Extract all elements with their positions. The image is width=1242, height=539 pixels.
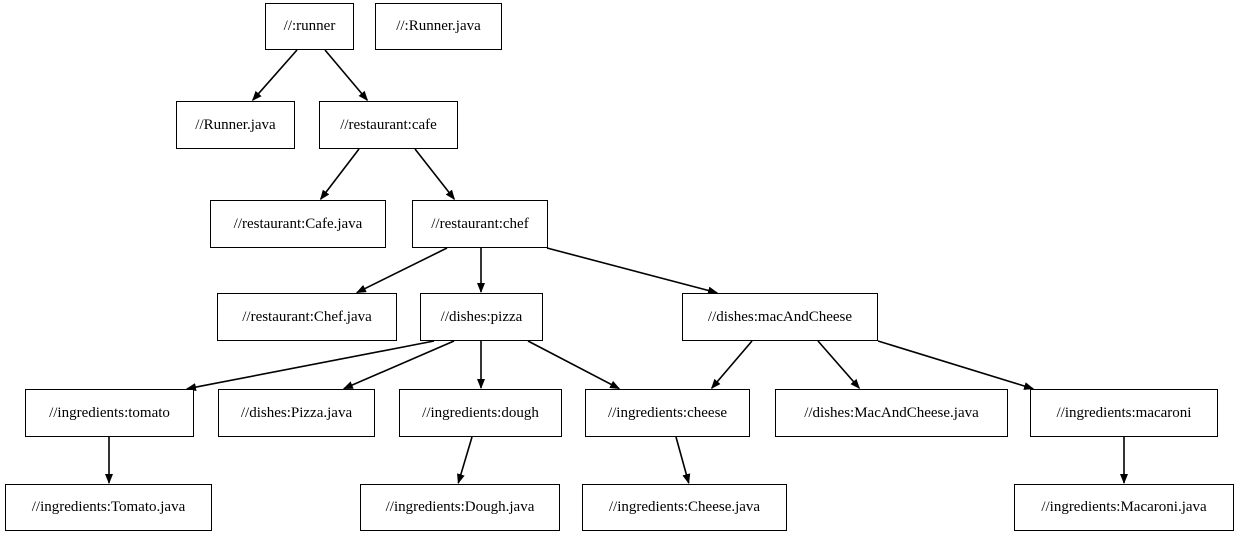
graph-node-runner_java[interactable]: //Runner.java [176,101,295,149]
graph-node-label: //dishes:MacAndCheese.java [804,404,979,421]
graph-node-label: //dishes:pizza [440,308,523,325]
graph-node-label: //ingredients:Cheese.java [608,499,761,515]
graph-node-dishes_mac[interactable]: //dishes:macAndCheese [682,293,878,341]
graph-node-label: //Runner.java [195,116,276,133]
graph-node-runner[interactable]: //:runner [265,3,354,50]
graph-node-label: //ingredients:tomato [49,404,170,421]
graph-node-pizza_java[interactable]: //dishes:Pizza.java [218,389,375,437]
graph-node-tomato_java[interactable]: //ingredients:Tomato.java [5,484,212,531]
graph-node-label: //dishes:macAndCheese [707,308,853,325]
graph-node-cafe_java[interactable]: //restaurant:Cafe.java [210,200,386,248]
graph-node-chef_java[interactable]: //restaurant:Chef.java [217,293,397,341]
graph-node-label: //:runner [283,18,336,34]
graph-node-runner_java_root[interactable]: //:Runner.java [375,3,502,50]
graph-node-ing_tomato[interactable]: //ingredients:tomato [25,389,194,437]
graph-node-macaroni_java[interactable]: //ingredients:Macaroni.java [1014,484,1234,531]
graph-node-label: //ingredients:dough [422,404,539,421]
graph-node-label: //ingredients:cheese [607,404,728,421]
graph-node-ing_cheese[interactable]: //ingredients:cheese [585,389,750,437]
graph-node-label: //ingredients:Tomato.java [31,499,186,515]
graph-node-label: //dishes:Pizza.java [240,404,353,421]
graph-node-dough_java[interactable]: //ingredients:Dough.java [360,484,560,531]
graph-node-label: //:Runner.java [396,18,481,34]
graph-node-label: //restaurant:Chef.java [242,308,372,325]
graph-node-label: //ingredients:Macaroni.java [1041,499,1207,515]
graph-node-cheese_java[interactable]: //ingredients:Cheese.java [582,484,787,531]
graph-node-mac_java[interactable]: //dishes:MacAndCheese.java [775,389,1008,437]
graph-node-label: //restaurant:chef [431,215,529,232]
graph-node-restaurant_chef[interactable]: //restaurant:chef [412,200,548,248]
graph-node-label: //ingredients:macaroni [1056,404,1192,421]
graph-node-restaurant_cafe[interactable]: //restaurant:cafe [319,101,458,149]
graph-node-label: //restaurant:Cafe.java [233,215,363,232]
graph-node-ing_macaroni[interactable]: //ingredients:macaroni [1030,389,1218,437]
graph-node-ing_dough[interactable]: //ingredients:dough [399,389,562,437]
graph-node-label: //restaurant:cafe [340,116,437,133]
graph-node-label: //ingredients:Dough.java [385,499,535,515]
graph-node-dishes_pizza[interactable]: //dishes:pizza [420,293,543,341]
